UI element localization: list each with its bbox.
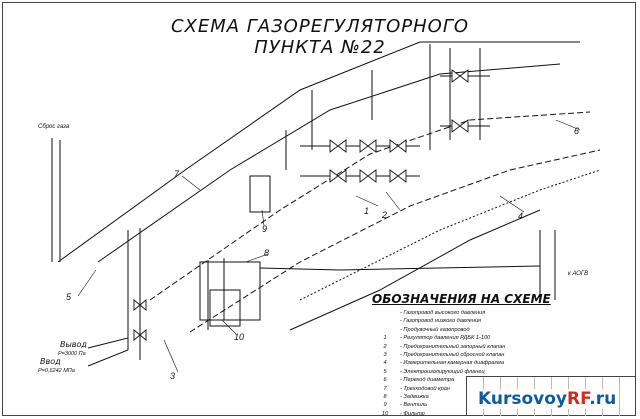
watermark-tail: .ru <box>589 389 617 409</box>
valve-symbol <box>133 329 147 341</box>
callout-number: 10 <box>234 332 245 342</box>
legend-key: 5 <box>383 368 387 375</box>
leader-line <box>499 195 525 213</box>
filter-body <box>249 175 271 213</box>
legend-row: - Газопровод низкого давления <box>374 317 505 325</box>
leader-line <box>355 195 379 207</box>
legend-text: - Переход диаметра <box>400 377 455 384</box>
legend-key: 3 <box>383 352 387 359</box>
legend-row: - Продувочный газопровод <box>374 326 505 334</box>
legend-row: 7 - Трехходовой кран <box>374 385 505 393</box>
watermark-logo[interactable]: KursovoyRF.ru <box>476 389 619 409</box>
main-gas-line <box>289 209 541 331</box>
legend-row: 3 - Предохранительный сбросной клапан <box>374 351 505 359</box>
legend-key <box>374 317 396 325</box>
outlet-label: Вывод <box>60 340 87 349</box>
valve-symbol <box>451 69 469 83</box>
legend-text: - Регулятор давления РДБК 1-100 <box>400 335 491 342</box>
outlet-pipe <box>87 337 129 349</box>
legend-title: ОБОЗНАЧЕНИЯ НА СХЕМЕ <box>372 292 551 306</box>
filter-body <box>209 289 241 327</box>
valve-symbol <box>133 299 147 311</box>
leader-line <box>77 269 97 297</box>
leader-line <box>385 191 401 211</box>
callout-number: 5 <box>66 292 72 302</box>
legend-key <box>374 309 396 317</box>
leader-line <box>181 175 201 191</box>
legend-text: - Продувочный газопровод <box>400 326 470 333</box>
legend-key: 1 <box>383 335 387 342</box>
inlet-label: Ввод <box>40 357 61 366</box>
legend-text: - Измерительная камерная диафрагма <box>400 360 504 367</box>
callout-number: 2 <box>382 210 388 220</box>
callout-number: 8 <box>264 248 270 258</box>
legend-row: 8 - Задвижка <box>374 393 505 401</box>
legend-row: 4 - Измерительная камерная диафрагма <box>374 359 505 367</box>
leader-line <box>555 119 581 131</box>
valve-symbol <box>359 139 377 153</box>
legend-text: - Фильтр <box>400 410 425 417</box>
legend-text: - Предохранительный запорный клапан <box>400 343 506 350</box>
legend-row: 1 - Регулятор давления РДБК 1-100 <box>374 334 505 342</box>
inlet-pressure: Р=0,6242 МПа <box>38 368 75 374</box>
legend-text: - Электроизолирующий фланец <box>400 368 485 375</box>
legend-text: - Предохранительный сбросной клапан <box>400 352 505 359</box>
vent-label: Сброс газа <box>38 124 70 130</box>
leader-line <box>163 339 179 373</box>
legend-key: 6 <box>383 377 387 384</box>
legend-key: 8 <box>383 394 387 401</box>
legend-row: 9 - Вентиль <box>374 401 505 409</box>
leader-line <box>261 209 265 227</box>
legend-text: - Вентиль <box>400 402 428 409</box>
legend-text: - Задвижка <box>400 394 429 401</box>
callout-number: 4 <box>518 211 524 221</box>
legend-key: 10 <box>381 410 389 417</box>
callout-number: 6 <box>574 126 580 136</box>
legend-key <box>374 326 396 334</box>
watermark-accent: RF <box>567 389 590 409</box>
legend-text: - Трехходовой кран <box>400 385 450 392</box>
callout-number: 9 <box>262 224 268 234</box>
agv-label: к АОГВ <box>568 271 589 277</box>
valve-symbol <box>451 119 469 133</box>
legend-key: 2 <box>383 343 387 350</box>
leader-line <box>245 253 269 263</box>
main-gas-line <box>259 265 541 271</box>
legend-key: 7 <box>383 385 387 392</box>
callout-number: 3 <box>170 371 176 381</box>
valve-symbol <box>329 169 347 183</box>
legend-row: 5 - Электроизолирующий фланец <box>374 368 505 376</box>
legend-row: 6 - Переход диаметра <box>374 376 505 384</box>
valve-symbol <box>389 139 407 153</box>
legend-text: - Газопровод низкого давления <box>400 318 482 325</box>
low-pressure-line <box>189 149 601 333</box>
main-gas-line <box>57 41 580 263</box>
legend-row: 10 - Фильтр <box>374 410 505 418</box>
callout-number: 1 <box>364 206 370 216</box>
legend-row: - Газопровод высокого давления <box>374 309 505 317</box>
legend-key: 9 <box>383 402 387 409</box>
legend-key: 4 <box>383 360 387 367</box>
drawing-title: СХЕМА ГАЗОРЕГУЛЯТОРНОГО ПУНКТА №22 <box>170 16 470 58</box>
callout-number: 7 <box>174 169 180 179</box>
inlet-pipe <box>87 349 129 367</box>
low-pressure-line <box>149 111 591 301</box>
drawing-frame <box>2 2 636 416</box>
main-gas-line <box>97 63 561 263</box>
valve-symbol <box>329 139 347 153</box>
legend-row: 2 - Предохранительный запорный клапан <box>374 343 505 351</box>
outlet-pressure: Р=3000 Па <box>58 351 86 357</box>
legend-text: - Газопровод высокого давления <box>400 310 486 316</box>
leader-line <box>221 319 237 335</box>
legend: - Газопровод высокого давления - Газопро… <box>374 309 505 418</box>
building-outline <box>199 261 261 321</box>
watermark-main: Kursovoy <box>478 389 568 409</box>
valve-symbol <box>359 169 377 183</box>
valve-symbol <box>389 169 407 183</box>
